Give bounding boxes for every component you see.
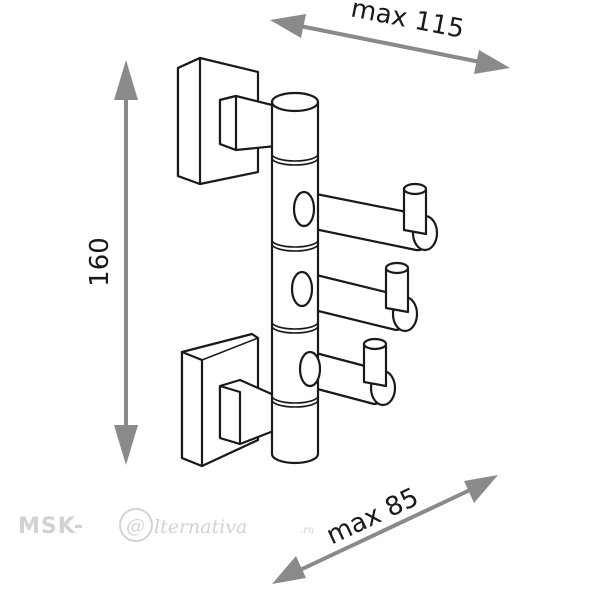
top-wall-bracket	[176, 56, 278, 186]
height-dimension: 160	[85, 60, 138, 465]
top-width-dimension-line	[299, 24, 481, 64]
depth-arrow-left	[272, 556, 306, 584]
watermark-at-logo: @	[119, 508, 153, 542]
height-arrow-top	[114, 60, 138, 100]
height-arrow-bottom	[114, 425, 138, 465]
top-width-dimension: max 115	[270, 0, 510, 74]
top-width-arrow-right	[474, 50, 510, 74]
hook-3	[296, 337, 397, 407]
depth-label: max 85	[322, 482, 423, 551]
watermark-tld: .ru	[300, 525, 314, 536]
watermark: MSK- @ lternativa .ru	[18, 508, 314, 542]
watermark-suffix: lternativa	[154, 516, 247, 538]
depth-arrow-right	[464, 475, 498, 503]
top-width-arrow-left	[270, 14, 306, 38]
bottom-wall-bracket	[180, 332, 278, 468]
height-label: 160	[85, 237, 115, 287]
depth-dimension-line	[299, 488, 471, 572]
watermark-prefix: MSK-	[18, 514, 84, 539]
watermark-at-glyph: @	[126, 515, 145, 537]
hook-bases	[290, 190, 322, 388]
